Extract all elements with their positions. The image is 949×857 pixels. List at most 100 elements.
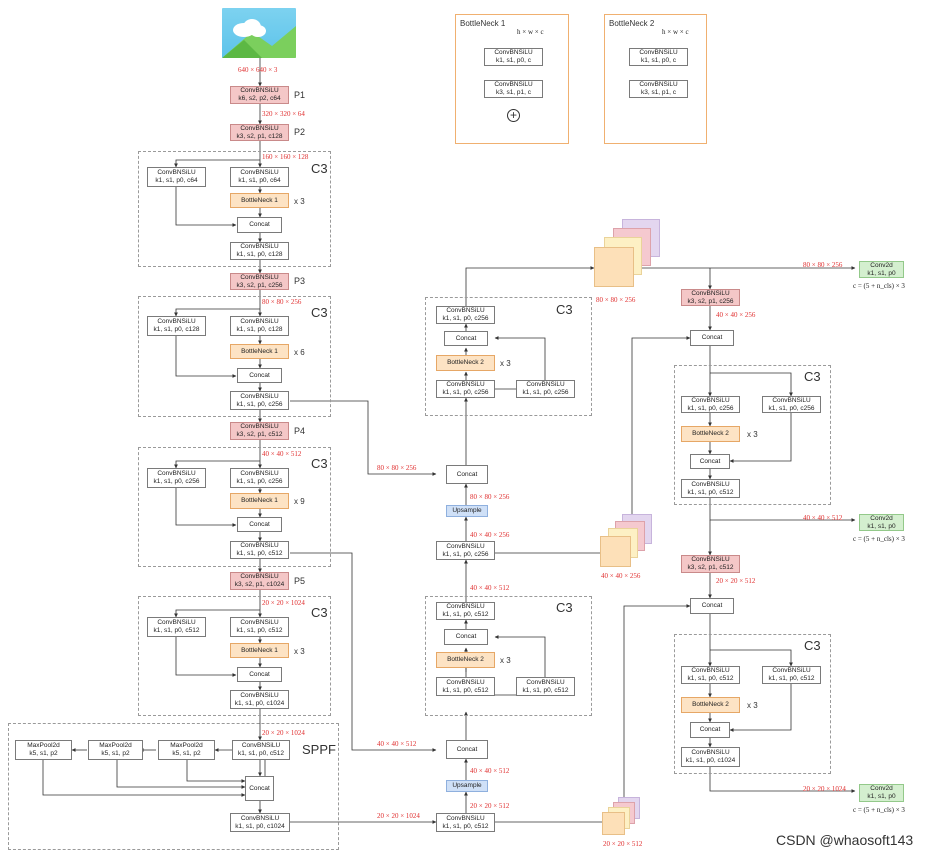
c3-block-f <box>425 297 592 416</box>
c3-d-out-params: k1, s1, p0, c1024 <box>234 699 285 707</box>
p4-label: P4 <box>294 426 306 436</box>
c3-b-dim-label: 80 × 80 × 256 <box>262 298 302 306</box>
head-down-2-dim: 20 × 20 × 512 <box>716 577 756 585</box>
sppf-maxpool-2-title: MaxPool2d <box>99 742 132 749</box>
sppf-title: SPPF <box>302 742 336 757</box>
sppf-out-params: k1, s1, p0, c1024 <box>235 822 285 830</box>
feature-map-80-dim: 80 × 80 × 256 <box>596 296 636 304</box>
c3-g-title: C3 <box>804 369 821 384</box>
bottleneck-1-definition <box>455 14 569 144</box>
bottleneck-2-definition <box>604 14 707 144</box>
p2-conv-block: ConvBNSiLU k3, s2, p1, c128 <box>230 124 289 141</box>
c3-f-side-title: ConvBNSiLU <box>526 381 565 388</box>
bottleneck-1-conv-b-params: k3, s1, p1, c <box>495 89 532 96</box>
sppf-concat: Concat <box>245 776 274 801</box>
c3-a-main-params: k1, s1, p0, c64 <box>238 177 281 184</box>
bottleneck-1-input: h × w × c <box>517 28 544 36</box>
bottleneck-1-conv-b-title: ConvBNSiLU <box>494 81 533 88</box>
c3-e-side-title: ConvBNSiLU <box>526 678 565 686</box>
c3-a-left-title: ConvBNSiLU <box>157 169 196 176</box>
c3-f-main-params: k1, s1, p0, c256 <box>442 389 489 396</box>
c3-d-concat-label: Concat <box>249 670 270 678</box>
neck-upsample-2-label: Upsample <box>452 507 482 514</box>
c3-f-top-title: ConvBNSiLU <box>446 307 485 314</box>
feature-map-20-icon <box>602 797 640 835</box>
bottleneck-2-conv-a-title: ConvBNSiLU <box>639 49 678 56</box>
c3-g-side-conv: ConvBNSiLU k1, s1, p0, c256 <box>762 396 821 413</box>
c3-g-side-title: ConvBNSiLU <box>772 396 811 404</box>
c3-h-out-title: ConvBNSiLU <box>691 749 730 756</box>
c3-c-main-title: ConvBNSiLU <box>240 470 279 477</box>
head-20-out-dim: 20 × 20 × 1024 <box>803 785 846 793</box>
c3-e-top-params: k1, s1, p0, c512 <box>442 611 489 618</box>
sppf-concat-label: Concat <box>249 784 270 792</box>
c3-a-left-conv: ConvBNSiLU k1, s1, p0, c64 <box>147 167 206 187</box>
c3-f-side-params: k1, s1, p0, c256 <box>522 389 569 396</box>
c3-h-main-title: ConvBNSiLU <box>691 667 730 674</box>
input-dim-label: 640 × 640 × 3 <box>238 66 278 74</box>
p3-conv-title: ConvBNSiLU <box>240 273 279 281</box>
detect-head-80: Conv2d k1, s1, p0 <box>859 261 904 278</box>
sppf-block <box>8 723 339 850</box>
c3-d-concat: Concat <box>237 667 282 682</box>
p4-conv-block: ConvBNSiLU k3, s2, p1, c512 <box>230 422 289 440</box>
detect-head-80-params: k1, s1, p0 <box>867 269 896 277</box>
c3-e-repeat: x 3 <box>500 656 511 665</box>
bottleneck-1-conv-a: ConvBNSiLU k1, s1, p0, c <box>484 48 543 66</box>
c3-g-out-params: k1, s1, p0, c512 <box>687 488 734 496</box>
c3-h-out-params: k1, s1, p0, c1024 <box>685 757 736 764</box>
c3-f-main-title: ConvBNSiLU <box>446 381 485 388</box>
c3-a-out-params: k1, s1, p0, c128 <box>236 251 283 258</box>
sppf-maxpool-3: MaxPool2d k5, s1, p2 <box>158 740 215 760</box>
c3-b-main-params: k1, s1, p0, c128 <box>236 326 283 333</box>
c3-h-concat-label: Concat <box>699 726 721 733</box>
c3-h-side-title: ConvBNSiLU <box>772 667 811 674</box>
c3-e-main-title: ConvBNSiLU <box>446 678 485 686</box>
detect-head-80-formula: c = (5 + n_cls) × 3 <box>853 282 905 290</box>
neck-conv-256-title: ConvBNSiLU <box>446 542 485 550</box>
c3-block-c <box>138 447 331 567</box>
sppf-out-conv: ConvBNSiLU k1, s1, p0, c1024 <box>230 813 290 832</box>
sppf-dim-label: 20 × 20 × 1024 <box>262 729 305 737</box>
bottleneck-2-conv-a-params: k1, s1, p0, c <box>640 57 677 64</box>
p5-label: P5 <box>294 576 306 586</box>
c3-b-main-title: ConvBNSiLU <box>240 318 279 325</box>
c3-a-title: C3 <box>311 161 328 176</box>
c3-f-main-conv: ConvBNSiLU k1, s1, p0, c256 <box>436 380 495 398</box>
c3-b-out-title: ConvBNSiLU <box>240 392 279 400</box>
c3-e-top-title: ConvBNSiLU <box>446 603 485 610</box>
c3-a-main-title: ConvBNSiLU <box>240 169 279 176</box>
p3-label: P3 <box>294 276 306 286</box>
p3-conv-block: ConvBNSiLU k3, s2, p1, c256 <box>230 273 289 290</box>
feature-map-80-layer-1 <box>594 247 634 287</box>
c3-h-main-conv: ConvBNSiLU k1, s1, p0, c512 <box>681 666 740 684</box>
input-image-icon <box>222 8 296 58</box>
neck-concat-1-label: Concat <box>456 745 478 753</box>
neck-concat-1-in-dim: 40 × 40 × 512 <box>377 740 417 748</box>
detect-head-20-formula: c = (5 + n_cls) × 3 <box>853 806 905 814</box>
csdn-watermark: CSDN @whaosoft143 <box>776 832 914 848</box>
bottleneck-2-conv-b: ConvBNSiLU k3, s1, p1, c <box>629 80 688 98</box>
c3-d-title: C3 <box>311 605 328 620</box>
c3-a-dim-label: 160 × 160 × 128 <box>262 153 309 161</box>
c3-b-bottleneck-label: BottleNeck 1 <box>241 347 278 355</box>
c3-c-concat-label: Concat <box>249 520 270 528</box>
c3-h-bottleneck: BottleNeck 2 <box>681 697 740 713</box>
c3-c-out-conv: ConvBNSiLU k1, s1, p0, c512 <box>230 541 289 559</box>
c3-block-a <box>138 151 331 267</box>
neck-conv-256: ConvBNSiLU k1, s1, p0, c256 <box>436 541 495 560</box>
c3-f-repeat: x 3 <box>500 359 511 368</box>
c3-e-concat: Concat <box>444 629 488 645</box>
c3-f-bottleneck: BottleNeck 2 <box>436 355 495 371</box>
head-concat-2: Concat <box>690 598 734 614</box>
detect-head-40-params: k1, s1, p0 <box>867 522 896 530</box>
c3-e-main-conv: ConvBNSiLU k1, s1, p0, c512 <box>436 677 495 696</box>
c3-a-concat: Concat <box>237 217 282 233</box>
c3-e-side-conv: ConvBNSiLU k1, s1, p0, c512 <box>516 677 575 696</box>
feature-map-20-dim: 20 × 20 × 512 <box>603 840 643 848</box>
c3-b-concat-label: Concat <box>249 371 270 379</box>
c3-h-title: C3 <box>804 638 821 653</box>
c3-block-d <box>138 596 331 716</box>
c3-a-bottleneck: BottleNeck 1 <box>230 193 289 208</box>
c3-f-bottleneck-label: BottleNeck 2 <box>447 359 484 366</box>
